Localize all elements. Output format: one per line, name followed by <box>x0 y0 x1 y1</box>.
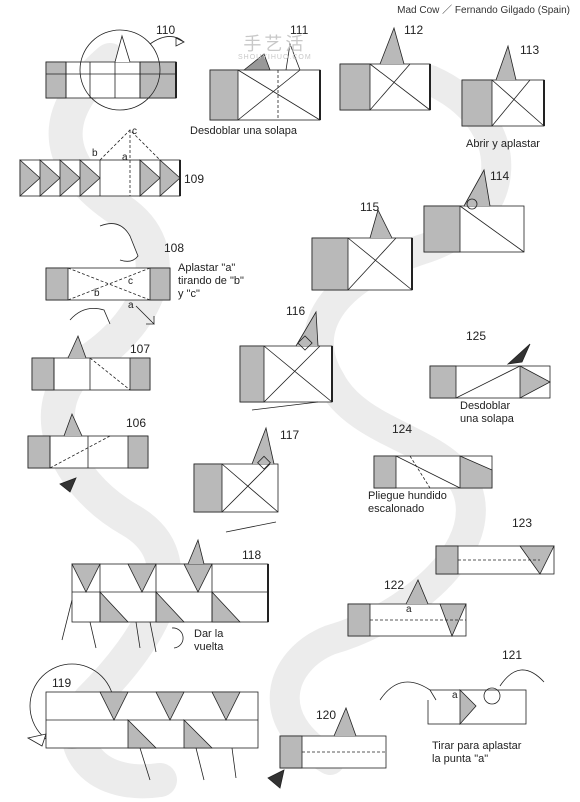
step-number: 111 <box>290 23 309 37</box>
watermark: 手艺活 SHOUYIHUO.COM <box>238 30 312 61</box>
step-number: 115 <box>360 200 380 214</box>
instruction-unfold-flap: Desdoblar una solapa <box>190 125 298 137</box>
step-number: 108 <box>164 241 185 255</box>
step-113-drawing <box>461 44 545 127</box>
step-118-drawing <box>61 538 269 653</box>
step-110-drawing <box>45 29 185 111</box>
step-109-drawing <box>19 129 181 197</box>
step-114-drawing <box>423 168 525 253</box>
instruction-pull-squash: Tirar para aplastar la punta "a" <box>432 740 522 765</box>
step-120-drawing <box>267 706 387 789</box>
step-117-drawing <box>193 426 279 533</box>
step-111-drawing <box>209 42 321 121</box>
step-number: 123 <box>512 516 533 530</box>
step-number: 124 <box>392 422 413 436</box>
point-label-b: b <box>94 288 100 299</box>
point-label-b: b <box>92 148 98 159</box>
point-label-c: c <box>128 276 133 287</box>
point-label-a: a <box>122 152 128 163</box>
step-122-drawing <box>347 579 467 638</box>
watermark-sub: SHOUYIHUO.COM <box>238 54 312 61</box>
step-116-drawing <box>239 310 333 411</box>
step-124-drawing <box>373 455 493 489</box>
step-108-drawing <box>45 223 171 325</box>
step-number: 116 <box>286 304 306 318</box>
point-label-a: a <box>452 690 458 701</box>
point-label-a: a <box>406 604 412 615</box>
step-number: 122 <box>384 578 405 592</box>
step-115-drawing <box>311 208 413 291</box>
instruction-turn-over: Dar la vuelta <box>194 628 224 653</box>
point-label-a: a <box>128 300 134 311</box>
step-number: 121 <box>502 648 523 662</box>
watermark-main: 手艺活 <box>243 34 307 55</box>
instruction-unfold-flap-2: Desdoblar una solapa <box>460 400 514 425</box>
step-number: 107 <box>130 342 151 356</box>
step-106-drawing <box>27 412 149 493</box>
step-number: 119 <box>52 676 72 690</box>
step-number: 120 <box>316 708 337 722</box>
instruction-stepped-sink: Pliegue hundido escalonado <box>368 490 447 515</box>
instruction-open-squash: Abrir y aplastar <box>466 138 540 150</box>
step-119-drawing <box>26 663 259 781</box>
step-number: 117 <box>280 428 300 442</box>
point-label-c: c <box>132 126 137 137</box>
instruction-squash-a: Aplastar "a" tirando de "b" y "c" <box>178 262 244 300</box>
page-credit: Mad Cow ／ Fernando Gilgado (Spain) <box>397 5 570 16</box>
step-number: 113 <box>520 43 540 57</box>
step-107-drawing <box>31 334 151 391</box>
step-number: 106 <box>126 416 147 430</box>
step-121-drawing <box>379 669 545 726</box>
step-112-drawing <box>339 26 431 111</box>
step-number: 125 <box>466 329 487 343</box>
step-number: 110 <box>156 23 176 37</box>
step-number: 114 <box>490 169 510 183</box>
step-123-drawing <box>435 545 555 575</box>
step-125-drawing <box>429 343 551 399</box>
step-number: 112 <box>404 23 424 37</box>
step-number: 109 <box>184 172 205 186</box>
step-number: 118 <box>242 548 262 562</box>
diagram-strokes <box>19 26 555 789</box>
